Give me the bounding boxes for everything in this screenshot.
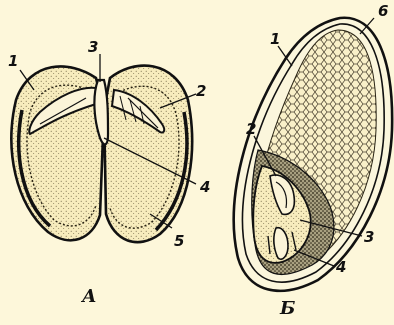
callout-a-2: 2 [196, 82, 206, 100]
callout-a-1: 1 [8, 52, 18, 70]
figure-a-bean-seed: 1 2 3 4 5 А [8, 38, 210, 307]
callout-b-2: 2 [246, 120, 256, 138]
callout-b-4: 4 [335, 258, 346, 276]
callout-a-5: 5 [174, 232, 184, 250]
callout-b-1: 1 [270, 30, 280, 48]
callout-a-4: 4 [199, 178, 210, 196]
figure-a-caption: А [80, 286, 97, 307]
callout-a-3: 3 [88, 38, 98, 56]
callout-b-6: 6 [378, 2, 388, 20]
figure-b-caption: Б [279, 298, 295, 319]
callout-b-3: 3 [364, 228, 374, 246]
figure-b-grain-section: 1 2 3 4 6 Б [234, 2, 392, 319]
